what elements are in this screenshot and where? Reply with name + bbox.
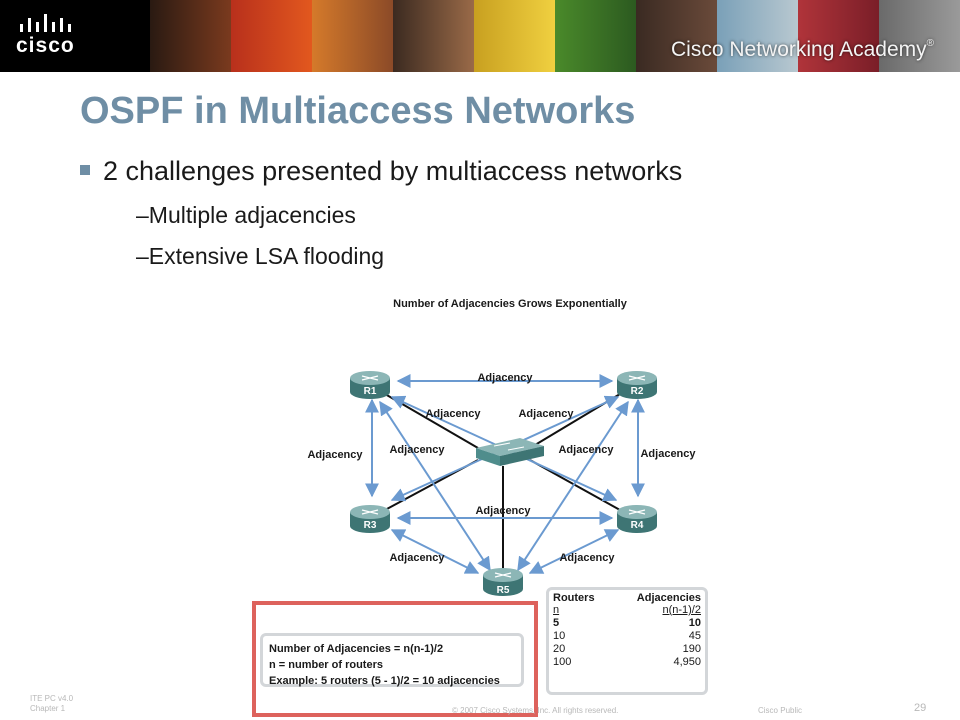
adjacency-table-box: Routers Adjacencies n n(n-1)/2 5 10 10 4… <box>546 587 708 695</box>
adjacency-label: Adjacency <box>559 552 615 564</box>
router-r3: R3 <box>350 505 390 533</box>
page-number: 29 <box>914 702 927 714</box>
header-banner: cisco Cisco Networking Academy® <box>0 0 960 72</box>
router-label: R3 <box>364 520 377 531</box>
router-r4: R4 <box>617 505 657 533</box>
switch-icon <box>476 438 544 466</box>
footer-copyright: © 2007 Cisco Systems, Inc. All rights re… <box>452 706 619 715</box>
header-photo-strip <box>150 0 960 72</box>
adjacency-label: Adjacency <box>389 444 445 456</box>
sub-bullet-multiple-adjacencies: –Multiple adjacencies <box>136 202 356 228</box>
adjacency-label: Adjacency <box>477 372 533 384</box>
router-r5: R5 <box>483 568 523 596</box>
table-header-adjacencies: Adjacencies <box>636 592 701 604</box>
bullet-main: 2 challenges presented by multiaccess ne… <box>80 156 682 187</box>
adjacency-table: Routers Adjacencies n n(n-1)/2 5 10 10 4… <box>549 590 705 669</box>
adjacency-label: Adjacency <box>307 449 363 461</box>
formula-line: Example: 5 routers (5 - 1)/2 = 10 adjace… <box>269 675 500 687</box>
table-row: 20 190 <box>553 643 701 655</box>
router-r2: R2 <box>617 371 657 399</box>
table-row: n n(n-1)/2 <box>553 604 701 616</box>
adjacency-label: Adjacency <box>518 408 574 420</box>
adjacency-label: Adjacency <box>389 552 445 564</box>
footer-course-info: ITE PC v4.0 Chapter 1 <box>30 694 74 713</box>
adjacency-label: Adjacency <box>425 408 481 420</box>
bullet-square-icon <box>80 164 90 175</box>
router-label: R5 <box>497 585 510 596</box>
highlight-frame <box>252 601 538 717</box>
formula-line: Number of Adjacencies = n(n-1)/2 <box>269 643 444 655</box>
router-label: R4 <box>631 520 644 531</box>
table-header-routers: Routers <box>553 592 595 604</box>
formula-line: n = number of routers <box>269 659 383 671</box>
table-row: 100 4,950 <box>553 656 701 668</box>
router-label: R1 <box>364 386 377 397</box>
cisco-logo-text: cisco <box>16 34 75 57</box>
slide-title: OSPF in Multiaccess Networks <box>80 90 636 132</box>
adjacency-label: Adjacency <box>558 444 614 456</box>
adjacency-label: Adjacency <box>475 505 531 517</box>
diagram-title: Number of Adjacencies Grows Exponentiall… <box>393 298 628 310</box>
formula-box: Number of Adjacencies = n(n-1)/2 n = num… <box>260 633 524 687</box>
table-row: 10 45 <box>553 630 701 642</box>
table-row: 5 10 <box>553 617 701 629</box>
sub-bullet-lsa-flooding: –Extensive LSA flooding <box>136 243 385 269</box>
router-r1: R1 <box>350 371 390 399</box>
footer-classification: Cisco Public <box>758 706 803 715</box>
adjacency-label: Adjacency <box>640 448 696 460</box>
router-label: R2 <box>631 386 644 397</box>
bullet-main-text: 2 challenges presented by multiaccess ne… <box>103 156 683 186</box>
cisco-bridge-icon <box>20 14 71 32</box>
networking-academy-label: Cisco Networking Academy® <box>671 38 934 61</box>
